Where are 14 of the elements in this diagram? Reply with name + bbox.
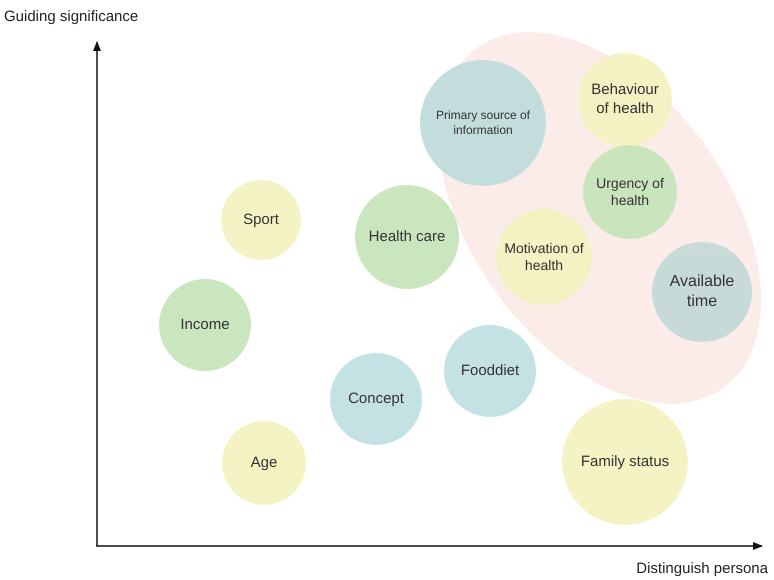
bubble-label: Family status: [580, 452, 670, 472]
bubble-label: Primary source of information: [434, 108, 532, 138]
bubble-label: Concept: [348, 390, 404, 408]
bubble-label: Behaviour of health: [590, 81, 660, 119]
bubble-label: Age: [250, 454, 278, 472]
bubble-label: Available time: [668, 272, 736, 312]
axis-title: Guiding significance: [4, 8, 138, 25]
bubble-label: Income: [180, 316, 230, 334]
bubble-label: Sport: [243, 210, 279, 230]
bubble-label: Motivation of health: [503, 240, 585, 274]
bubble-label: Health care: [368, 228, 446, 246]
axis-title: Distinguish persona: [636, 560, 768, 577]
bubble-label: Fooddiet: [460, 362, 520, 380]
bubble-label: Urgency of health: [595, 174, 665, 210]
